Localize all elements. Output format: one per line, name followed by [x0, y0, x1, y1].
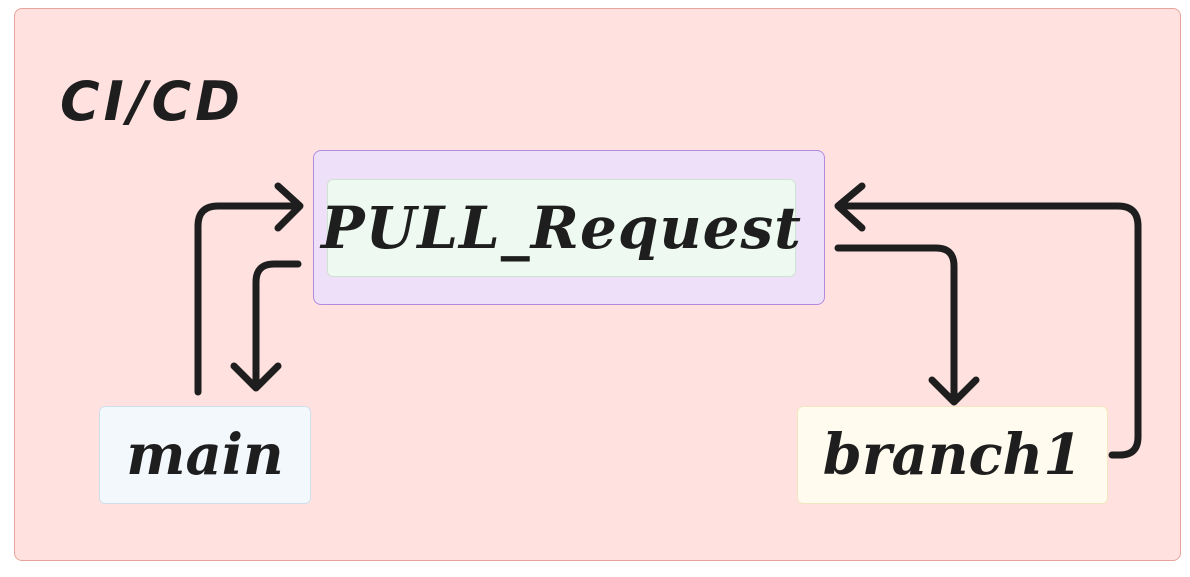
main-label: main [126, 422, 284, 488]
pull-request-label: PULL_Request [321, 194, 802, 262]
group-title: CI/CD [60, 70, 244, 133]
pull-request-node[interactable]: PULL_Request [321, 179, 801, 277]
branch-label: branch1 [822, 422, 1083, 488]
branch-node[interactable]: branch1 [797, 406, 1108, 504]
main-node[interactable]: main [99, 406, 311, 504]
